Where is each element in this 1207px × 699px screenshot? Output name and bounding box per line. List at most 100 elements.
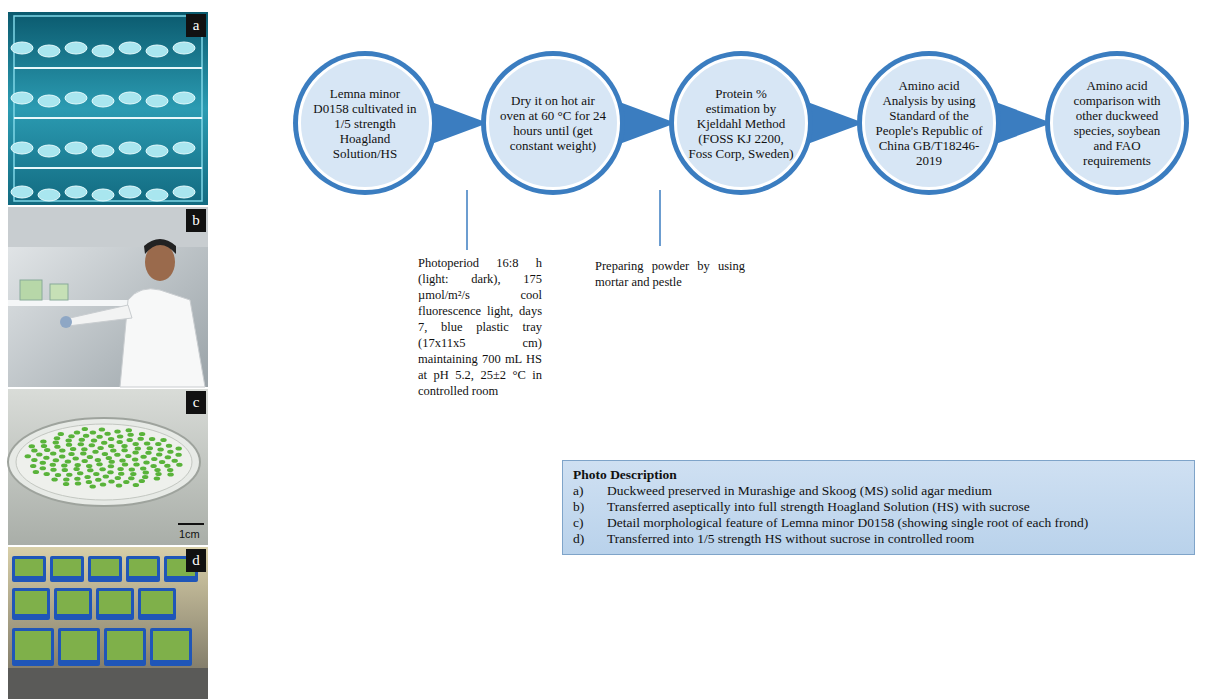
frond bbox=[68, 434, 74, 438]
frond bbox=[104, 432, 110, 436]
frond bbox=[117, 467, 123, 471]
frond bbox=[63, 478, 69, 482]
petri-dish bbox=[92, 189, 114, 201]
petri-dish bbox=[146, 189, 168, 201]
frond bbox=[63, 482, 69, 486]
frond bbox=[154, 477, 160, 481]
frond bbox=[132, 458, 138, 462]
item-text: Detail morphological feature of Lemna mi… bbox=[607, 515, 1184, 531]
frond bbox=[102, 452, 108, 456]
frond bbox=[108, 480, 114, 484]
frond bbox=[129, 468, 135, 472]
frond bbox=[81, 447, 87, 451]
frond bbox=[65, 460, 71, 464]
frond bbox=[53, 458, 59, 462]
duckweed-mat bbox=[99, 591, 131, 614]
item-text: Transferred into 1/5 strength HS without… bbox=[607, 531, 1184, 547]
frond bbox=[172, 459, 178, 463]
duckweed-mat bbox=[153, 631, 189, 660]
frond bbox=[100, 482, 106, 486]
frond bbox=[82, 459, 88, 463]
frond bbox=[77, 471, 83, 475]
frond bbox=[29, 444, 35, 448]
tray bbox=[12, 588, 50, 620]
frond bbox=[164, 464, 170, 468]
frond bbox=[159, 460, 165, 464]
frond bbox=[103, 475, 109, 479]
frond bbox=[157, 448, 163, 452]
frond bbox=[25, 454, 31, 458]
duckweed-mat bbox=[107, 631, 143, 660]
frond bbox=[155, 442, 161, 446]
frond bbox=[99, 467, 105, 471]
frond bbox=[128, 476, 134, 480]
frond bbox=[108, 437, 114, 441]
frond bbox=[96, 435, 102, 439]
box-heading: Photo Description bbox=[573, 466, 1184, 483]
duckweed-mat bbox=[129, 559, 157, 576]
frond bbox=[73, 456, 79, 460]
frond bbox=[66, 438, 72, 442]
frond bbox=[58, 432, 64, 436]
petri-dish bbox=[119, 92, 141, 104]
frond bbox=[123, 480, 129, 484]
frond bbox=[116, 483, 122, 487]
frond bbox=[155, 472, 161, 476]
tray bbox=[58, 628, 100, 666]
frond bbox=[50, 452, 56, 456]
frond bbox=[108, 464, 114, 468]
photo-letter: b bbox=[186, 209, 206, 232]
frond bbox=[114, 453, 120, 457]
petri-dish bbox=[92, 95, 114, 107]
photo-letter: c bbox=[186, 391, 206, 414]
step-text: Amino acid comparison with other duckwee… bbox=[1063, 78, 1171, 168]
frond bbox=[90, 485, 96, 489]
frond bbox=[133, 442, 139, 446]
frond bbox=[97, 446, 103, 450]
duckweed-mat bbox=[141, 591, 173, 614]
step-text: Lemna minor D0158 cultivated in 1/5 stre… bbox=[311, 86, 419, 161]
frond bbox=[143, 471, 149, 475]
frond bbox=[160, 438, 166, 442]
frond bbox=[59, 455, 65, 459]
duckweed-mat bbox=[15, 559, 43, 576]
frond bbox=[86, 464, 92, 468]
frond bbox=[154, 468, 160, 472]
petri-dish bbox=[38, 145, 60, 157]
petri-dish bbox=[65, 92, 87, 104]
frond bbox=[41, 444, 47, 448]
frond bbox=[101, 441, 107, 445]
petri-dish bbox=[119, 186, 141, 198]
frond bbox=[142, 475, 148, 479]
frond bbox=[53, 441, 59, 445]
frond bbox=[110, 449, 116, 453]
frond bbox=[133, 483, 139, 487]
frond bbox=[175, 453, 181, 457]
lab-worker-photo bbox=[8, 207, 208, 387]
duckweed-mat bbox=[57, 591, 89, 614]
frond bbox=[125, 454, 131, 458]
duckweed-mat bbox=[91, 559, 119, 576]
frond bbox=[117, 434, 123, 438]
frond bbox=[121, 444, 127, 448]
shelf bbox=[8, 668, 208, 699]
petri-dish bbox=[92, 145, 114, 157]
petri-dish bbox=[146, 145, 168, 157]
item-letter: d) bbox=[573, 531, 607, 547]
tray bbox=[138, 588, 176, 620]
frond bbox=[108, 444, 114, 448]
frond bbox=[95, 478, 101, 482]
frond bbox=[91, 439, 97, 443]
petri-dish bbox=[11, 142, 33, 154]
frond bbox=[140, 455, 146, 459]
petri-dish bbox=[119, 42, 141, 54]
frond bbox=[36, 453, 42, 457]
frond bbox=[166, 444, 172, 448]
frond bbox=[44, 448, 50, 452]
item-text: Duckweed preserved in Murashige and Skoo… bbox=[607, 483, 1184, 499]
frond bbox=[149, 437, 155, 441]
frond bbox=[176, 463, 182, 467]
growth-tray-photo bbox=[8, 547, 208, 699]
frond bbox=[62, 468, 68, 472]
tray bbox=[104, 628, 146, 666]
